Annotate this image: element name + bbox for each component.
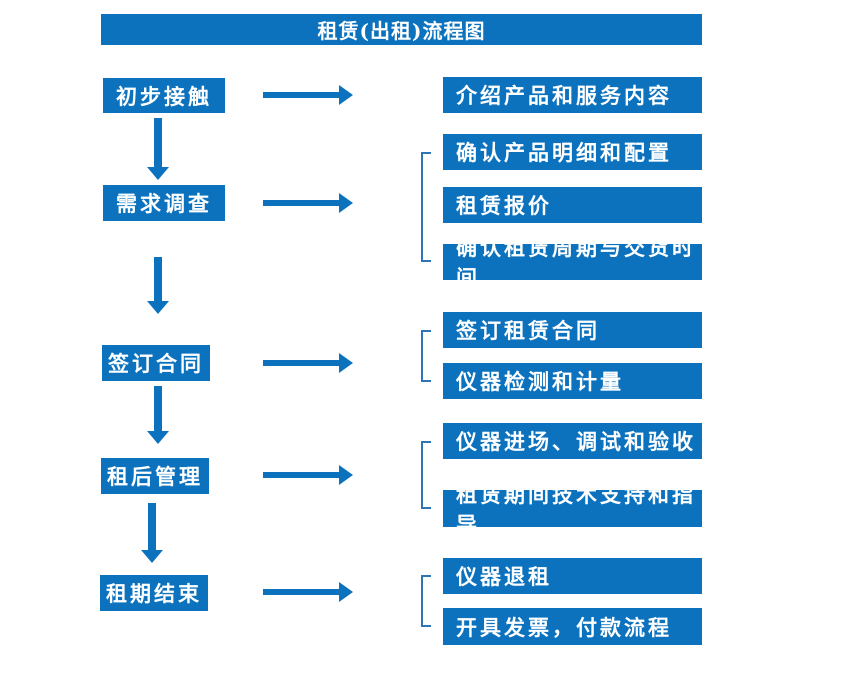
arrow-down-icon: [147, 118, 169, 180]
step-box-initial-contact: 初步接触: [103, 78, 225, 113]
arrow-right-icon: [263, 85, 353, 105]
arrow-right-icon: [263, 582, 353, 602]
step-box-rental-end: 租期结束: [100, 575, 208, 611]
detail-box-invoice-payment: 开具发票，付款流程: [443, 608, 702, 645]
group-bracket: [421, 575, 431, 627]
group-bracket: [421, 441, 431, 509]
arrow-right-icon: [263, 353, 353, 373]
group-bracket: [421, 330, 431, 382]
detail-box-tech-support: 租赁期间技术支持和指导: [443, 482, 702, 537]
page-title: 租赁(出租)流程图: [101, 14, 702, 45]
detail-box-confirm-period-delivery: 确认租赁周期与交货时间: [443, 235, 702, 290]
step-box-sign-contract: 签订合同: [102, 345, 210, 381]
arrow-right-icon: [263, 193, 353, 213]
detail-box-sign-rental-contract: 签订租赁合同: [443, 312, 702, 348]
step-box-post-rental-management: 租后管理: [101, 458, 209, 494]
detail-box-instrument-setup-acceptance: 仪器进场、调试和验收: [443, 423, 702, 459]
detail-box-rental-quote: 租赁报价: [443, 187, 702, 223]
arrow-down-icon: [147, 257, 169, 314]
step-box-demand-survey: 需求调查: [103, 185, 225, 221]
detail-box-instrument-inspection: 仪器检测和计量: [443, 363, 702, 399]
arrow-right-icon: [263, 465, 353, 485]
detail-box-confirm-product-config: 确认产品明细和配置: [443, 134, 702, 170]
arrow-down-icon: [141, 503, 163, 563]
group-bracket: [421, 152, 431, 262]
arrow-down-icon: [147, 386, 169, 444]
detail-box-introduce-products: 介绍产品和服务内容: [443, 77, 702, 113]
detail-box-instrument-return: 仪器退租: [443, 558, 702, 594]
